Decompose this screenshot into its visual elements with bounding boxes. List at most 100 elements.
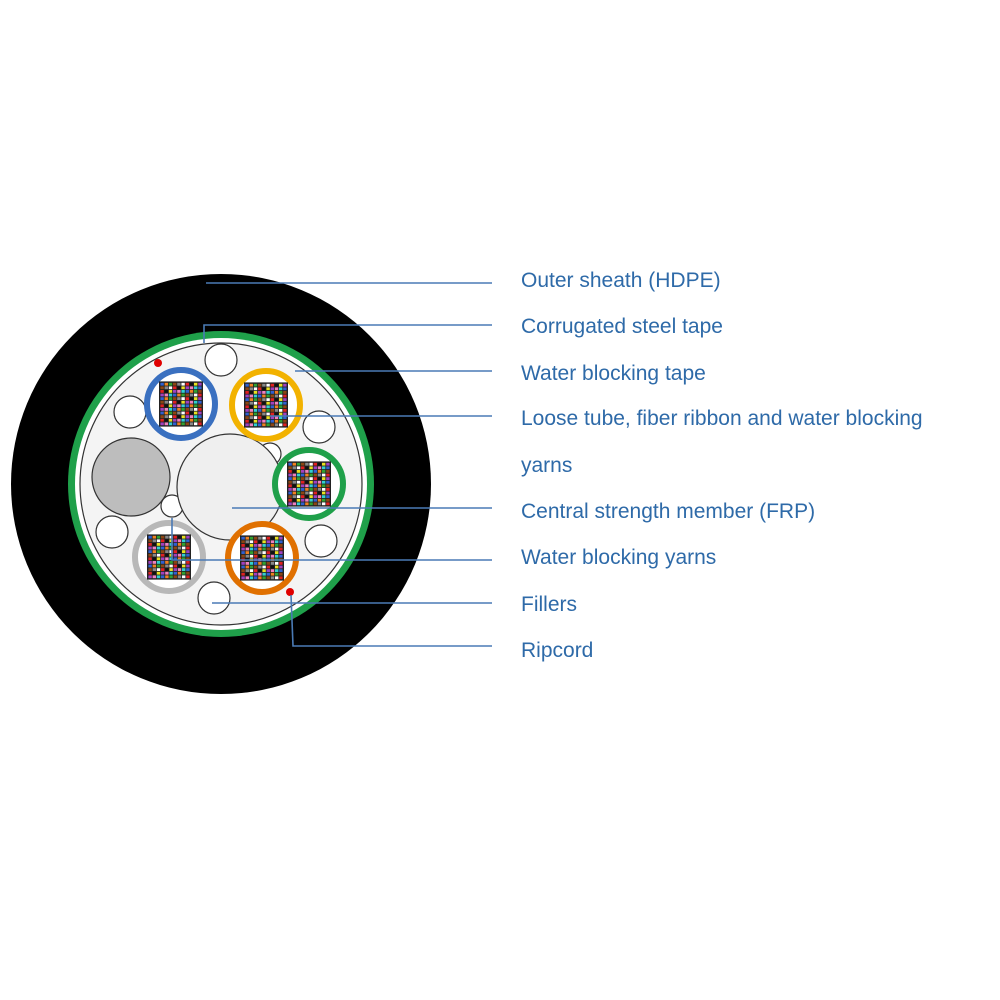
fiber	[296, 502, 301, 506]
fiber	[322, 495, 326, 498]
fiber	[301, 470, 305, 473]
fiber	[292, 477, 296, 480]
fiber	[274, 391, 279, 394]
fiber	[296, 498, 301, 502]
fiber	[182, 561, 186, 564]
fiber	[266, 398, 270, 401]
fiber	[185, 397, 189, 400]
fiber	[258, 387, 262, 391]
fiber	[313, 498, 317, 502]
fiber	[274, 383, 279, 387]
fiber	[262, 387, 266, 391]
fiber	[181, 400, 185, 404]
callout-labels: Outer sheath (HDPE) Corrugated steel tap…	[521, 269, 923, 662]
fiber	[309, 488, 313, 491]
fiber	[262, 398, 266, 401]
fiber	[262, 412, 266, 416]
fiber	[262, 416, 266, 419]
fiber	[181, 397, 185, 400]
fiber	[165, 553, 169, 557]
fiber	[283, 391, 287, 394]
fiber	[161, 561, 165, 564]
fiber	[317, 484, 322, 488]
label-water-blocking-tape: Water blocking tape	[521, 362, 706, 385]
fiber	[258, 412, 262, 416]
fiber	[254, 562, 258, 565]
fiber	[279, 554, 283, 558]
fiber	[279, 405, 283, 409]
filler	[302, 410, 336, 444]
fiber	[189, 386, 194, 390]
fiber	[258, 405, 262, 409]
fiber	[177, 553, 182, 557]
fiber	[168, 397, 173, 400]
fiber	[161, 575, 165, 579]
fiber	[185, 390, 189, 393]
filler	[204, 343, 238, 377]
fiber	[148, 550, 152, 553]
fiber	[194, 408, 198, 411]
fiber	[249, 536, 254, 540]
fiber	[245, 551, 249, 554]
fiber	[266, 401, 270, 405]
fiber	[270, 569, 275, 572]
fiber	[279, 394, 283, 398]
fiber	[305, 491, 309, 495]
fiber	[245, 391, 249, 394]
filler	[113, 395, 147, 429]
fiber	[326, 480, 330, 484]
fiber	[266, 419, 270, 423]
fiber-ribbon-stack	[287, 461, 331, 507]
cable-cross-section	[11, 274, 431, 694]
fiber	[322, 502, 326, 506]
fiber	[258, 419, 262, 423]
fiber	[253, 419, 258, 423]
fiber	[253, 398, 258, 401]
fiber	[292, 495, 296, 498]
fiber	[296, 491, 301, 495]
fiber	[326, 470, 330, 473]
fiber	[313, 480, 317, 484]
fiber	[253, 391, 258, 394]
fiber	[160, 393, 164, 397]
fiber	[249, 562, 254, 565]
fiber	[152, 546, 156, 550]
fiber	[198, 400, 202, 404]
fiber	[326, 491, 330, 495]
fiber	[185, 382, 189, 386]
fiber	[249, 398, 253, 401]
fiber	[292, 462, 296, 466]
fiber	[309, 480, 313, 484]
fiber	[160, 386, 164, 390]
fiber	[168, 408, 173, 411]
fiber	[305, 470, 309, 473]
fiber	[156, 564, 161, 568]
loose-tube	[229, 368, 303, 442]
fiber	[173, 411, 177, 415]
fiber	[275, 540, 279, 544]
fiber	[173, 571, 177, 575]
fiber	[301, 466, 305, 470]
fiber	[301, 488, 305, 491]
fiber	[288, 491, 292, 495]
fiber	[173, 397, 177, 400]
fiber	[279, 412, 283, 416]
fiber	[198, 382, 202, 386]
fiber	[305, 495, 309, 498]
fiber	[249, 554, 254, 558]
fiber	[164, 386, 168, 390]
fiber	[189, 404, 194, 408]
fiber	[245, 401, 249, 405]
filler	[197, 581, 231, 615]
fiber	[177, 404, 181, 408]
leader-lines	[171, 282, 492, 647]
fiber	[177, 415, 181, 418]
fiber	[249, 565, 254, 569]
fiber	[177, 568, 182, 571]
fiber	[301, 502, 305, 506]
fiber	[288, 498, 292, 502]
fiber	[322, 484, 326, 488]
fiber	[168, 400, 173, 404]
fiber	[322, 477, 326, 480]
fiber	[254, 547, 258, 551]
